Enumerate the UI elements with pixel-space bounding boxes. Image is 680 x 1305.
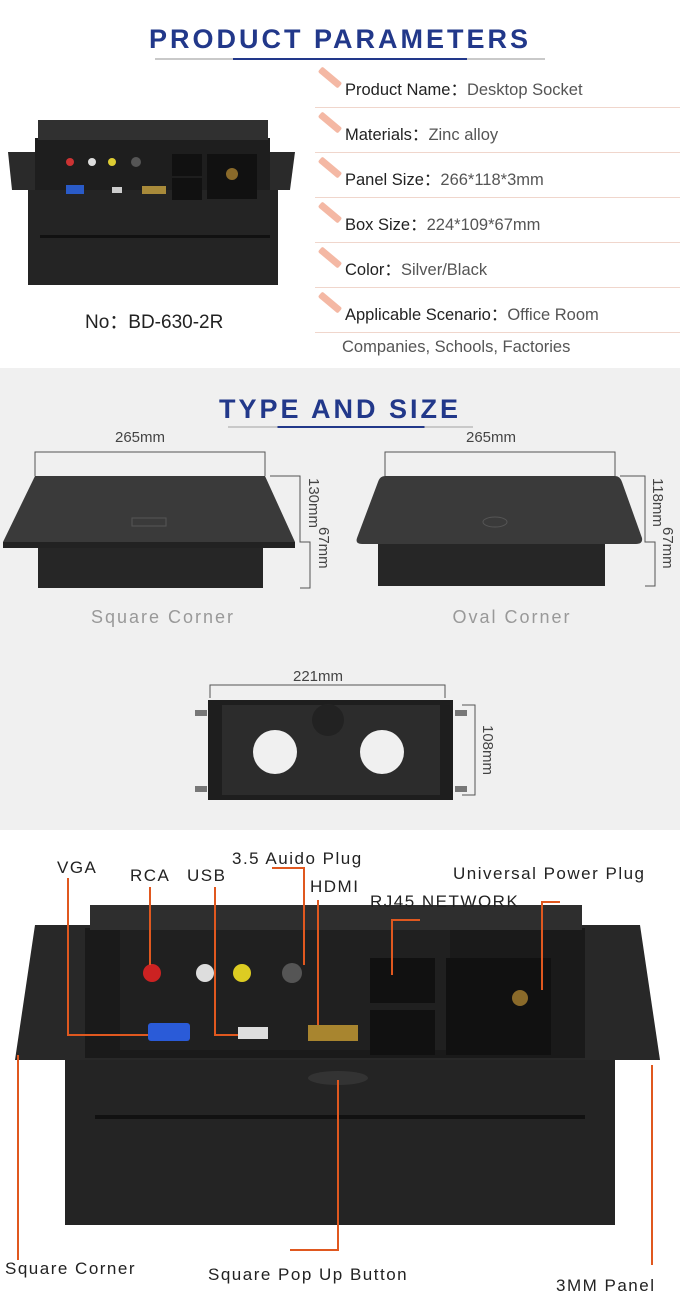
spec-value: Office Room (507, 306, 599, 324)
model-number: No：BD-630-2R (85, 312, 224, 333)
label-hdmi: HDMI (310, 877, 360, 896)
square-corner-box (3, 451, 311, 589)
pencil-icon (317, 201, 343, 224)
label-vga: VGA (57, 858, 98, 877)
spec-value: Silver/Black (400, 261, 488, 279)
box-depth-label: 108mm (479, 725, 496, 776)
box-width-label: 221mm (293, 668, 344, 685)
label-rca: RCA (130, 866, 171, 885)
label-audio: 3.5 Auido Plug (232, 849, 363, 868)
size-diagrams (3, 451, 656, 800)
title-type-and-size: TYPE AND SIZE (218, 394, 462, 424)
oval-width-label: 265mm (466, 429, 517, 446)
oval-corner-box (356, 451, 656, 587)
oval-height-label: 67mm (659, 527, 676, 569)
product-photo-top (8, 120, 295, 285)
pencil-icon (317, 246, 343, 269)
spec-label: Color： (345, 261, 401, 279)
spec-label: Materials： (345, 126, 429, 144)
pencil-icon (317, 66, 343, 89)
label-panel: 3MM Panel (556, 1276, 656, 1295)
label-popup: Square Pop Up Button (208, 1265, 409, 1284)
spec-row-box-size: Box Size：224*109*67mm (315, 201, 680, 243)
leader-vga (67, 878, 148, 1036)
leader-lines (17, 867, 653, 1265)
leader-popup (290, 1080, 339, 1251)
label-usb: USB (187, 866, 227, 885)
leader-usb (214, 887, 238, 1036)
leader-rj45 (391, 919, 420, 975)
square-width-label: 265mm (115, 429, 166, 446)
pencil-icon (317, 156, 343, 179)
pencil-icon (317, 111, 343, 134)
leader-power (541, 901, 560, 990)
spec-label: Panel Size： (345, 171, 441, 189)
title-underline (155, 58, 545, 60)
title-product-parameters: PRODUCT PARAMETERS (148, 24, 531, 54)
spec-value: Zinc alloy (428, 126, 499, 144)
label-power: Universal Power Plug (453, 864, 646, 883)
title-underline (228, 426, 473, 428)
label-rj45: RJ45 NETWORK (370, 892, 520, 911)
spec-row-product-name: Product Name：Desktop Socket (315, 66, 680, 108)
spec-row-scenario: Applicable Scenario：Office Room (315, 291, 680, 333)
spec-row-panel-size: Panel Size：266*118*3mm (315, 156, 680, 198)
oval-depth-label: 118mm (649, 478, 666, 527)
spec-value: 224*109*67mm (426, 216, 541, 234)
square-corner-caption: Square Corner (90, 607, 236, 627)
spec-value: 266*118*3mm (440, 171, 544, 189)
spec-row-color: Color：Silver/Black (315, 246, 680, 288)
spec-value: Desktop Socket (466, 81, 583, 99)
spec-label: Product Name： (345, 81, 467, 99)
spec-row-materials: Materials：Zinc alloy (315, 111, 680, 153)
label-square-corner: Square Corner (5, 1259, 137, 1278)
oval-corner-caption: Oval Corner (452, 607, 572, 627)
pencil-icon (317, 291, 343, 314)
spec-label: Applicable Scenario： (345, 306, 508, 324)
spec-label: Box Size： (345, 216, 427, 234)
spec-row-continuation: Companies, Schools, Factories (315, 330, 680, 370)
product-ports-photo (15, 905, 660, 1225)
square-height-label: 67mm (315, 527, 332, 569)
leader-audio (272, 867, 305, 965)
inner-box (195, 684, 476, 800)
square-depth-label: 130mm (305, 478, 322, 529)
